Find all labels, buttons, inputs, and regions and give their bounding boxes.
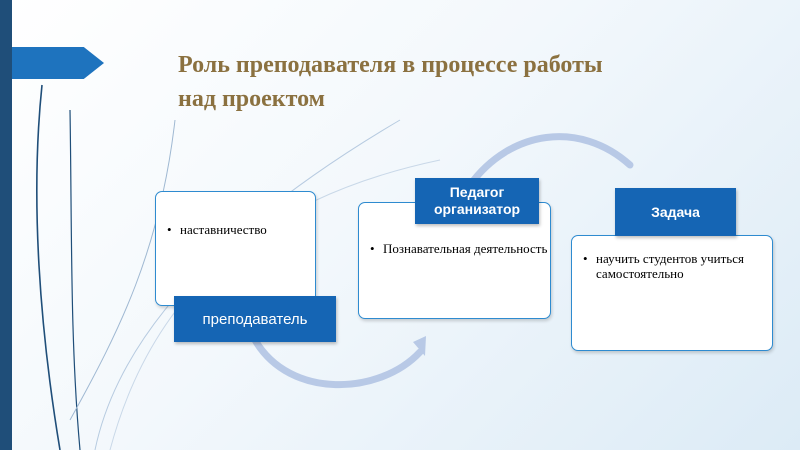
arc-arrow-top (466, 133, 634, 189)
arc-arrow-head (413, 336, 426, 356)
card-task-item: научить студентов учиться самостоятельно (583, 251, 760, 281)
label-organizer-line-2: организатор (433, 201, 521, 217)
page-title-line-2: над проектом (178, 86, 325, 112)
left-accent-bar (0, 0, 12, 450)
label-organizer-line-1: Педагог (449, 184, 505, 200)
label-organizer: Педагог организатор (415, 178, 539, 224)
page-title: Роль преподавателя в процессе работы над… (178, 48, 778, 116)
label-teacher: преподаватель (174, 296, 336, 342)
title-arrow-shape (12, 47, 104, 79)
card-teacher: наставничество (155, 191, 316, 306)
label-task-text: Задача (651, 204, 700, 220)
label-teacher-text: преподаватель (202, 310, 308, 328)
card-task: научить студентов учиться самостоятельно (571, 235, 773, 351)
card-teacher-item: наставничество (167, 222, 315, 237)
page-title-line-1: Роль преподавателя в процессе работы (178, 52, 603, 78)
label-task: Задача (615, 188, 736, 236)
card-organizer-item: Познавательная деятельность (370, 241, 550, 256)
arc-arrow-bottom (251, 336, 424, 389)
